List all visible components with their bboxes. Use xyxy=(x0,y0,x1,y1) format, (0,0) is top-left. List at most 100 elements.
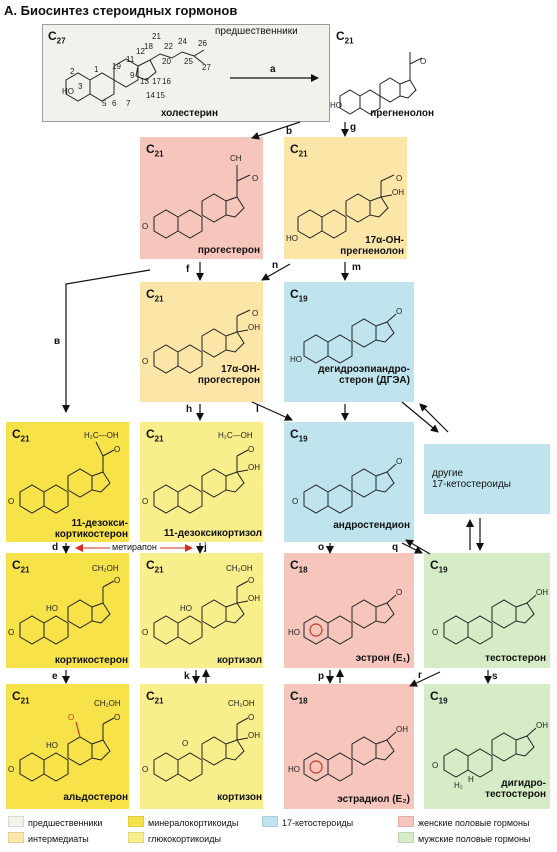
svg-text:6: 6 xyxy=(112,99,117,108)
enzyme-label-r: r xyxy=(418,670,422,681)
svg-text:22: 22 xyxy=(164,42,173,51)
svg-text:15: 15 xyxy=(156,91,165,100)
svg-text:HO: HO xyxy=(180,604,192,613)
molecule-name: прегненолон xyxy=(370,108,434,119)
carbon-count-label: C18 xyxy=(290,558,308,575)
svg-text:O: O xyxy=(8,497,14,506)
enzyme-label-d: d xyxy=(52,542,59,553)
svg-text:18: 18 xyxy=(144,42,153,51)
svg-text:27: 27 xyxy=(202,63,211,72)
svg-text:O: O xyxy=(8,765,14,774)
svg-text:OH: OH xyxy=(248,731,260,740)
carbon-count-label: C21 xyxy=(146,558,164,575)
page-title: А. Биосинтез стероидных гормонов xyxy=(4,3,238,18)
molecule-name: 17α-OH- прогестерон xyxy=(197,364,260,386)
molecule-name: прогестерон xyxy=(197,245,260,256)
svg-text:17: 17 xyxy=(152,77,161,86)
svg-text:OH: OH xyxy=(536,588,548,597)
molecule-name: эстрадиол (E₂) xyxy=(337,794,410,805)
svg-text:O: O xyxy=(292,497,298,506)
svg-text:O: O xyxy=(114,576,120,585)
legend-mineralocorticoid: минералокортикоиды xyxy=(128,816,238,828)
svg-text:12: 12 xyxy=(136,47,145,56)
svg-text:HO: HO xyxy=(46,741,58,750)
svg-text:O: O xyxy=(396,174,402,183)
svg-text:5: 5 xyxy=(102,99,107,108)
17oh-progesterone-node: C21 O O OH 17α-OH- прогестерон xyxy=(140,282,263,402)
molecule-name: кортизол xyxy=(217,655,262,666)
svg-text:19: 19 xyxy=(112,62,121,71)
svg-text:OH: OH xyxy=(248,463,260,472)
molecule-name: другие 17-кетостероиды xyxy=(432,468,511,490)
carbon-count-label: C21 xyxy=(146,287,164,304)
svg-text:H: H xyxy=(468,775,474,784)
legend-swatch xyxy=(398,832,414,843)
testosterone-structure: O OH xyxy=(432,588,548,645)
svg-text:O: O xyxy=(432,761,438,770)
metyrapone-label: метирапон xyxy=(112,542,157,552)
carbon-count-label: C21 xyxy=(146,142,164,159)
legend-swatch xyxy=(128,832,144,843)
svg-text:HO: HO xyxy=(288,765,300,774)
svg-text:3: 3 xyxy=(78,82,83,91)
svg-text:14: 14 xyxy=(146,91,155,100)
svg-text:O: O xyxy=(114,445,120,454)
svg-text:O: O xyxy=(142,497,148,506)
precursors-label: предшественники xyxy=(215,26,298,37)
svg-text:CH₂OH: CH₂OH xyxy=(226,564,253,573)
svg-text:9: 9 xyxy=(130,71,135,80)
svg-text:CH₂OH: CH₂OH xyxy=(92,564,119,573)
svg-text:HO: HO xyxy=(288,628,300,637)
svg-text:21: 21 xyxy=(152,32,161,41)
enzyme-label-v: в xyxy=(54,336,61,347)
estrone-structure: HOO xyxy=(288,588,402,645)
carbon-count-label: C21 xyxy=(146,427,164,444)
svg-text:16: 16 xyxy=(162,77,171,86)
svg-text:HO: HO xyxy=(290,355,302,364)
svg-text:O: O xyxy=(182,739,188,748)
legend-swatch xyxy=(262,816,278,827)
enzyme-label-a: a xyxy=(270,64,276,75)
svg-text:CH₂OH: CH₂OH xyxy=(228,699,255,708)
svg-text:O: O xyxy=(248,445,254,454)
svg-text:O: O xyxy=(252,309,258,318)
svg-text:2: 2 xyxy=(70,67,75,76)
legend-intermediate: интермедиаты xyxy=(8,832,89,844)
legend-glucocorticoid: глюкокортикоиды xyxy=(128,832,221,844)
svg-text:O: O xyxy=(248,576,254,585)
pregnenolone-structure: HOO xyxy=(330,52,426,115)
molecule-name: альдостерон xyxy=(63,792,128,803)
svg-text:OH: OH xyxy=(248,323,260,332)
svg-text:HO: HO xyxy=(286,234,298,243)
svg-text:O: O xyxy=(142,222,148,231)
legend-swatch xyxy=(128,816,144,827)
enzyme-label-m: m xyxy=(352,262,361,273)
svg-text:25: 25 xyxy=(184,57,193,66)
enzyme-label-e: e xyxy=(52,671,58,682)
carbon-count-label: C19 xyxy=(430,689,448,706)
svg-text:13: 13 xyxy=(140,77,149,86)
molecule-name: дигидро- тестостерон xyxy=(485,778,546,800)
legend-ketosteroid: 17-кетостероиды xyxy=(262,816,353,828)
svg-text:O: O xyxy=(68,713,74,722)
svg-text:O: O xyxy=(142,357,148,366)
enzyme-label-j: j xyxy=(204,542,207,553)
svg-text:OH: OH xyxy=(248,594,260,603)
svg-text:O: O xyxy=(252,174,258,183)
svg-text:O: O xyxy=(432,628,438,637)
legend-female: женские половые гормоны xyxy=(398,816,530,828)
svg-text:O: O xyxy=(248,713,254,722)
enzyme-label-n: n xyxy=(272,260,279,271)
